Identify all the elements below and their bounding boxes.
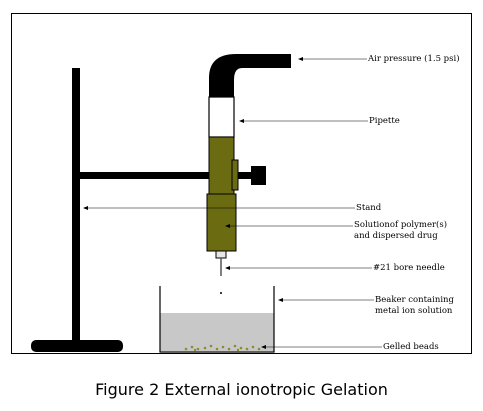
label-air-pressure: Air pressure (1.5 psi) <box>368 54 460 64</box>
figure-caption: Figure 2 External ionotropic Gelation <box>95 380 388 399</box>
label-beaker-line2: metal ion solution <box>375 306 453 316</box>
leader-arrowheads <box>83 57 303 349</box>
label-solution-line2: and dispersed drug <box>354 231 438 241</box>
label-solution-line1: Solutionof polymer(s) <box>354 220 448 230</box>
label-beaker-line1: Beaker containing <box>375 295 454 305</box>
beaker-solution <box>160 313 274 351</box>
pipette-solution-upper <box>208 136 235 195</box>
diagram-frame <box>11 13 472 354</box>
label-pipette: Pipette <box>369 116 400 126</box>
label-needle: #21 bore needle <box>373 263 445 273</box>
falling-drop <box>220 292 222 294</box>
clamp-jaw <box>231 159 239 191</box>
ionotropic-gelation-diagram <box>31 54 382 353</box>
leader-lines <box>84 58 382 348</box>
clamp-arm <box>80 172 257 179</box>
label-gelled-beads: Gelled beads <box>383 342 439 352</box>
label-stand: Stand <box>356 203 382 213</box>
stand-base <box>31 340 123 352</box>
beaker <box>159 286 275 353</box>
air-tube <box>209 54 291 97</box>
needle-hub <box>215 250 227 259</box>
gelled-beads <box>184 344 261 352</box>
clamp-knob <box>251 166 266 185</box>
pipette <box>208 96 235 138</box>
stand-rod <box>72 68 80 342</box>
pipette-solution-lower <box>206 193 237 252</box>
